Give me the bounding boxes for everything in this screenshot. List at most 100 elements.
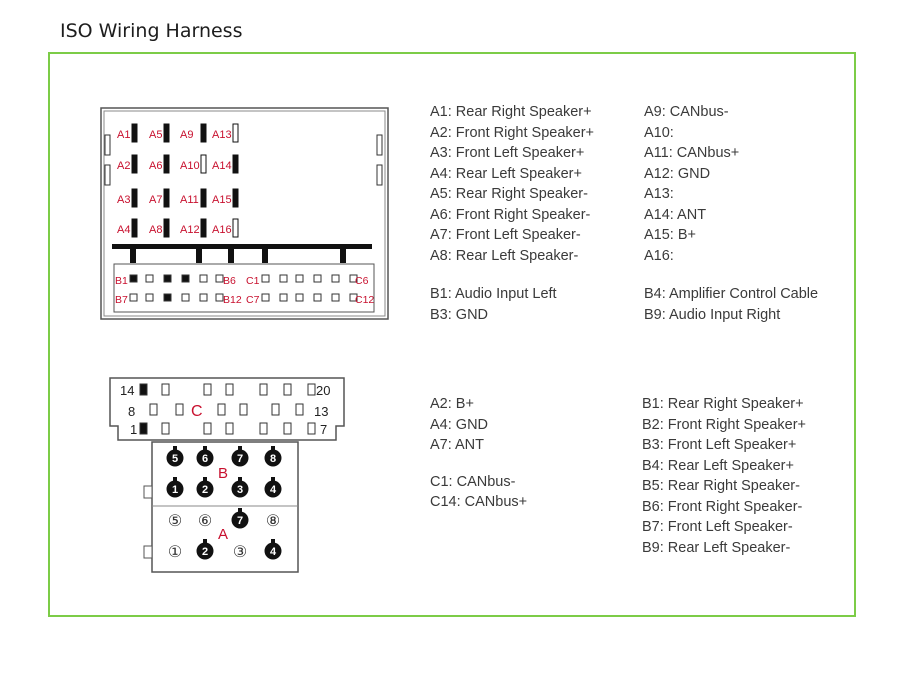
quadlock-a-pin-circle xyxy=(264,542,282,560)
quadlock-b-pin-number: 5 xyxy=(172,453,178,465)
pinout-line: A11: CANbus+ xyxy=(644,145,740,161)
iso-small-pin xyxy=(279,274,288,283)
iso-label-b7: B7 xyxy=(115,294,128,306)
pinout-line: A4: GND xyxy=(430,416,489,433)
pinout-line: A10: xyxy=(644,124,674,141)
pinout-line: B1: Rear Right Speaker+ xyxy=(642,396,804,412)
iso-label-a15: A15 xyxy=(212,194,232,206)
quadlock-c-label-1: 1 xyxy=(130,422,137,437)
iso-small-pin xyxy=(349,293,358,302)
quadlock-b-pin-key xyxy=(173,477,177,481)
iso-pin-a13 xyxy=(232,123,239,143)
quadlock-b-pin-circle xyxy=(231,449,249,467)
pinout-line: B2: Front Right Speaker+ xyxy=(642,416,807,433)
iso-label-a1: A1 xyxy=(117,129,130,141)
pinout-line: B3: Front Left Speaker+ xyxy=(642,437,797,453)
quadlock-a-pin-number: ③ xyxy=(233,544,247,561)
quadlock-c-label-20: 20 xyxy=(316,383,330,398)
iso-small-pin xyxy=(129,293,138,302)
quadlock-c-pin xyxy=(203,383,212,396)
iso-pin-a9 xyxy=(200,123,207,143)
pinout-line: A12: GND xyxy=(644,165,711,182)
quadlock-b-pin-key xyxy=(203,446,207,450)
iso-small-pin xyxy=(279,293,288,302)
pinout-line: A7: Front Left Speaker- xyxy=(430,227,581,243)
quadlock-block-b-letter: B xyxy=(218,465,228,482)
iso-small-pin xyxy=(145,274,154,283)
quadlock-c-pin xyxy=(161,383,170,396)
iso-label-b1: B1 xyxy=(115,275,128,287)
quadlock-c-label-14: 14 xyxy=(120,383,134,398)
quadlock-a-pin-number: 7 xyxy=(237,515,243,527)
quadlock-b-pin-number: 7 xyxy=(237,453,243,465)
iso-label-a6: A6 xyxy=(149,160,162,172)
iso-small-pin xyxy=(295,293,304,302)
quadlock-b-pin-circle xyxy=(166,480,184,498)
iso-pin-a6 xyxy=(163,154,170,174)
quadlock-a-pin-key xyxy=(203,539,207,543)
iso-small-pin xyxy=(181,274,190,283)
iso-label-a5: A5 xyxy=(149,129,162,141)
iso-pin-a16 xyxy=(232,218,239,238)
iso-small-pin xyxy=(181,293,190,302)
iso-label-a8: A8 xyxy=(149,224,162,236)
quadlock-b-pin-circle xyxy=(231,480,249,498)
quadlock-b-pin-number: 1 xyxy=(172,484,178,496)
quadlock-b-pin-key xyxy=(271,477,275,481)
pinout-line: B4: Rear Left Speaker+ xyxy=(642,457,794,474)
pinout-line: A13: xyxy=(644,186,674,202)
iso-label-a12: A12 xyxy=(180,224,200,236)
quadlock-c-pin xyxy=(225,383,234,396)
pinout-line: C1: CANbus- xyxy=(430,473,516,490)
quadlock-b-pin-circle xyxy=(264,449,282,467)
quadlock-block-c-letter: C xyxy=(191,403,203,420)
quadlock-c-pin xyxy=(149,403,158,416)
iso-pin-a11 xyxy=(200,188,207,208)
iso-label-a13: A13 xyxy=(212,129,232,141)
quadlock-c-pin xyxy=(139,422,148,435)
quadlock-b-pin-key xyxy=(173,446,177,450)
iso-small-pin xyxy=(295,274,304,283)
pinout-line: A9: CANbus- xyxy=(644,104,729,120)
quadlock-c-pin xyxy=(175,403,184,416)
quadlock-a-pin-key xyxy=(271,539,275,543)
pinout-line: B4: Amplifier Control Cable xyxy=(644,286,819,302)
iso-pin-a3 xyxy=(131,188,138,208)
iso-small-pin xyxy=(331,274,340,283)
pinout-line: A8: Rear Left Speaker- xyxy=(430,247,579,264)
pinout-line: A5: Rear Right Speaker- xyxy=(430,186,588,202)
pinout-line: B9: Rear Left Speaker- xyxy=(642,539,791,556)
pinout-line: A1: Rear Right Speaker+ xyxy=(430,104,592,120)
iso-a-pinout-col1: A1: Rear Right Speaker+ A2: Front Right … xyxy=(430,102,594,266)
quadlock-block-a-letter: A xyxy=(218,526,228,543)
quadlock-b-pin-circle xyxy=(196,480,214,498)
pinout-line: B7: Front Left Speaker- xyxy=(642,519,793,535)
iso-pin-a2 xyxy=(131,154,138,174)
pinout-line: A3: Front Left Speaker+ xyxy=(430,145,585,161)
iso-label-a9: A9 xyxy=(180,129,193,141)
iso-small-pin xyxy=(163,274,172,283)
iso-small-pin xyxy=(129,274,138,283)
quadlock-c-label-13: 13 xyxy=(314,404,328,419)
quadlock-c-pin xyxy=(307,422,316,435)
iso-label-a14: A14 xyxy=(212,160,232,172)
iso-small-pin xyxy=(261,293,270,302)
pinout-line: A6: Front Right Speaker- xyxy=(430,206,591,223)
quadlock-b-pin-number: 2 xyxy=(202,484,208,496)
diagram-frame xyxy=(48,52,856,617)
iso-label-c6: C6 xyxy=(355,275,369,287)
quadlock-a-pin-number: ⑧ xyxy=(266,513,280,530)
quadlock-b-pin-circle xyxy=(264,480,282,498)
page-title: ISO Wiring Harness xyxy=(60,20,243,42)
iso-pin-a14 xyxy=(232,154,239,174)
quadlock-b-pin-number: 6 xyxy=(202,453,208,465)
quadlock-c-pin xyxy=(239,403,248,416)
quadlock-c-pin xyxy=(139,383,148,396)
iso-label-c7: C7 xyxy=(246,294,260,306)
quadlock-a-pin-number: 4 xyxy=(270,546,277,558)
quadlock-c-pin xyxy=(203,422,212,435)
pinout-line: C14: CANbus+ xyxy=(430,494,528,510)
quadlock-c-pin xyxy=(307,383,316,396)
